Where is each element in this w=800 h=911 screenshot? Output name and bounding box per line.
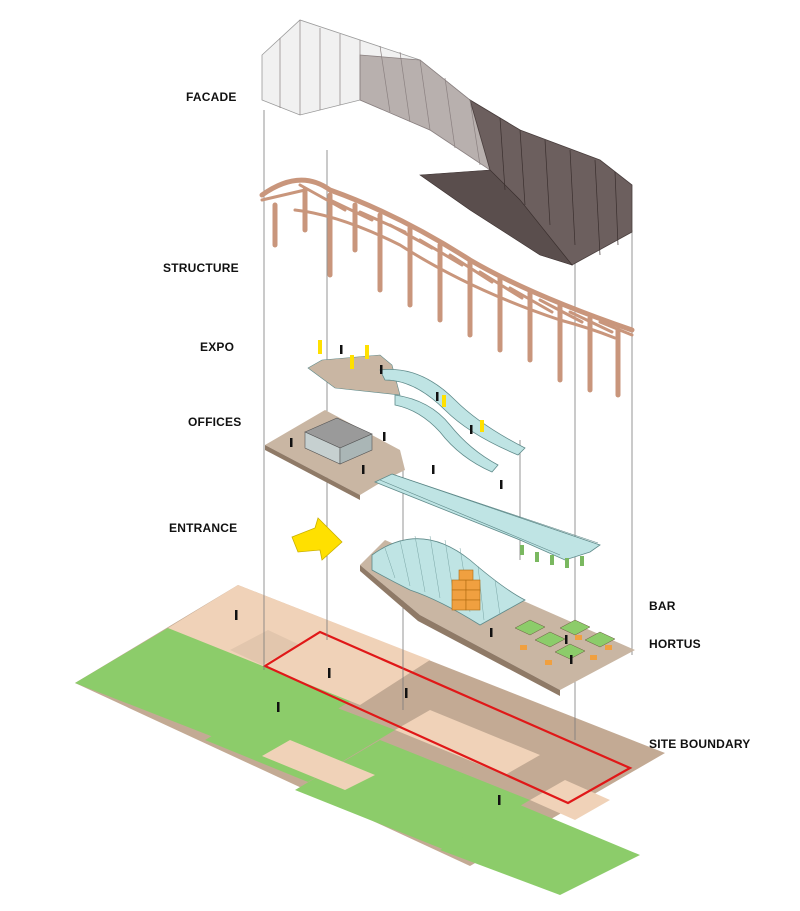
structure-level (259, 177, 635, 398)
offices-people (290, 432, 503, 489)
paving-path-2 (262, 740, 375, 790)
hortus-garden-beds (514, 619, 616, 660)
paving-path-4 (530, 780, 610, 820)
label-offices: OFFICES (188, 415, 241, 429)
expo-people (340, 345, 473, 434)
label-site-boundary: SITE BOUNDARY (649, 737, 751, 751)
lawn-middle (205, 690, 395, 782)
ground-people (235, 610, 501, 805)
expo-yellow-panels (318, 340, 484, 432)
facade-pleat-lines (279, 20, 481, 166)
label-structure: STRUCTURE (163, 261, 239, 275)
label-bar: BAR (649, 599, 676, 613)
person-figure (277, 702, 280, 712)
offices-level (265, 410, 601, 568)
hortus-crates (520, 635, 612, 665)
structure-lower-beam (293, 208, 617, 340)
facade-dark-pleat-lines (499, 117, 619, 256)
office-box-side (339, 433, 373, 465)
person-figure (328, 668, 331, 678)
offices-hanging-plants (520, 545, 584, 568)
bar-deck-edge (360, 565, 560, 696)
paving-path-5 (230, 630, 300, 665)
label-entrance: ENTRANCE (169, 521, 237, 535)
site-boundary-outline (262, 630, 633, 805)
person-figure (405, 688, 408, 698)
person-figure (498, 795, 501, 805)
offices-deck-edge (265, 445, 360, 500)
label-facade: FACADE (186, 90, 237, 104)
lawn-right (440, 805, 640, 895)
bar-glass-mullions (384, 535, 501, 621)
entrance-arrow-icon (291, 517, 343, 561)
paving-path-3 (395, 710, 540, 775)
label-expo: EXPO (200, 340, 234, 354)
site-ground-layer (75, 585, 665, 895)
bar-hortus-level (360, 535, 635, 696)
structure-ridge-beam (259, 177, 635, 333)
facade-dark-underside (419, 169, 573, 266)
expo-ramp (379, 369, 526, 456)
expo-level (307, 340, 526, 473)
expo-ramp-lower (394, 394, 499, 473)
bar-glass-roof (371, 538, 526, 626)
layer-labels: FACADE STRUCTURE EXPO OFFICES ENTRANCE B… (163, 90, 751, 751)
expo-deck (307, 354, 401, 396)
facade-level (261, 19, 633, 266)
bar-crate-stack (451, 569, 481, 611)
person-figure (235, 610, 238, 620)
bar-people (490, 628, 573, 664)
label-hortus: HORTUS (649, 637, 701, 651)
walkway-railing (379, 473, 599, 556)
